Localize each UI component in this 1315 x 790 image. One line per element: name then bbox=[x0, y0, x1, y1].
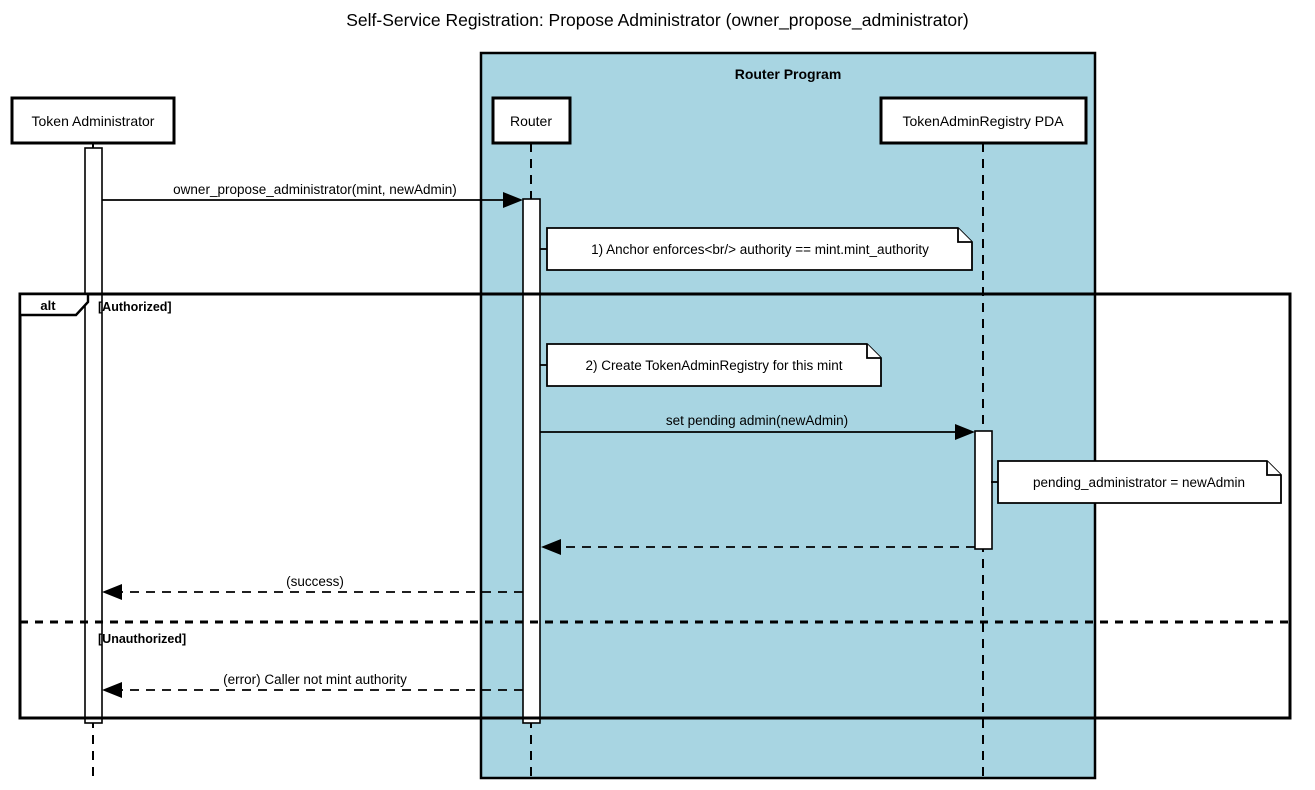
activation-bar-router bbox=[522, 198, 541, 724]
note-1-body bbox=[546, 227, 973, 271]
group-router-program: Router Program bbox=[479, 51, 1097, 780]
message-pda-return bbox=[541, 539, 975, 555]
message-1-label: owner_propose_administrator(mint, newAdm… bbox=[173, 182, 457, 197]
fragment-alt: alt [Authorized] [Unauthorized] bbox=[18, 292, 1292, 720]
note-2-body bbox=[546, 343, 882, 387]
fragment-alt-outer bbox=[18, 292, 1292, 720]
page-title: Self-Service Registration: Propose Admin… bbox=[346, 10, 969, 31]
message-set-pending-admin: set pending admin(newAdmin) bbox=[540, 413, 975, 440]
message-5-arrowhead bbox=[102, 682, 122, 698]
participant-admin-box[interactable] bbox=[10, 96, 176, 145]
note-2-text: 2) Create TokenAdminRegistry for this mi… bbox=[585, 358, 842, 373]
participant-router[interactable]: Router bbox=[491, 96, 572, 145]
participant-router-box[interactable] bbox=[491, 96, 572, 145]
note-1-fold bbox=[957, 228, 972, 243]
fragment-alt-tab bbox=[18, 292, 90, 317]
note-pending-administrator: pending_administrator = newAdmin bbox=[991, 460, 1282, 504]
participant-pda[interactable]: TokenAdminRegistry PDA bbox=[879, 96, 1088, 145]
fragment-alt-operator-label: alt bbox=[40, 298, 56, 313]
participant-admin-label: Token Administrator bbox=[32, 113, 155, 129]
note-3-body bbox=[997, 460, 1282, 504]
message-2-label: set pending admin(newAdmin) bbox=[666, 413, 848, 428]
participant-pda-label: TokenAdminRegistry PDA bbox=[902, 113, 1064, 129]
message-2-arrowhead bbox=[955, 424, 975, 440]
message-1-arrowhead bbox=[503, 192, 523, 208]
note-3-text: pending_administrator = newAdmin bbox=[1033, 475, 1245, 490]
participant-router-label: Router bbox=[510, 113, 552, 129]
message-success: (success) bbox=[102, 574, 523, 600]
note-3-fold bbox=[1266, 461, 1281, 476]
activation-bar-admin bbox=[84, 147, 103, 724]
message-5-label: (error) Caller not mint authority bbox=[223, 672, 407, 687]
note-anchor-enforces: 1) Anchor enforces<br/> authority == min… bbox=[540, 227, 973, 271]
message-3-arrowhead bbox=[541, 539, 561, 555]
message-error: (error) Caller not mint authority bbox=[102, 672, 523, 698]
fragment-guard-authorized: [Authorized] bbox=[98, 300, 172, 314]
fragment-guard-unauthorized: [Unauthorized] bbox=[98, 632, 186, 646]
group-router-program-rect bbox=[479, 51, 1097, 780]
message-owner-propose-administrator: owner_propose_administrator(mint, newAdm… bbox=[102, 182, 523, 208]
group-router-program-label: Router Program bbox=[735, 66, 842, 82]
note-create-token-admin-registry: 2) Create TokenAdminRegistry for this mi… bbox=[540, 343, 882, 387]
activation-bar-pda bbox=[974, 430, 993, 550]
message-4-label: (success) bbox=[286, 574, 344, 589]
participant-admin[interactable]: Token Administrator bbox=[10, 96, 176, 145]
note-2-fold bbox=[866, 344, 881, 359]
note-1-text: 1) Anchor enforces<br/> authority == min… bbox=[591, 242, 929, 257]
participant-pda-box[interactable] bbox=[879, 96, 1088, 145]
message-4-arrowhead bbox=[102, 584, 122, 600]
